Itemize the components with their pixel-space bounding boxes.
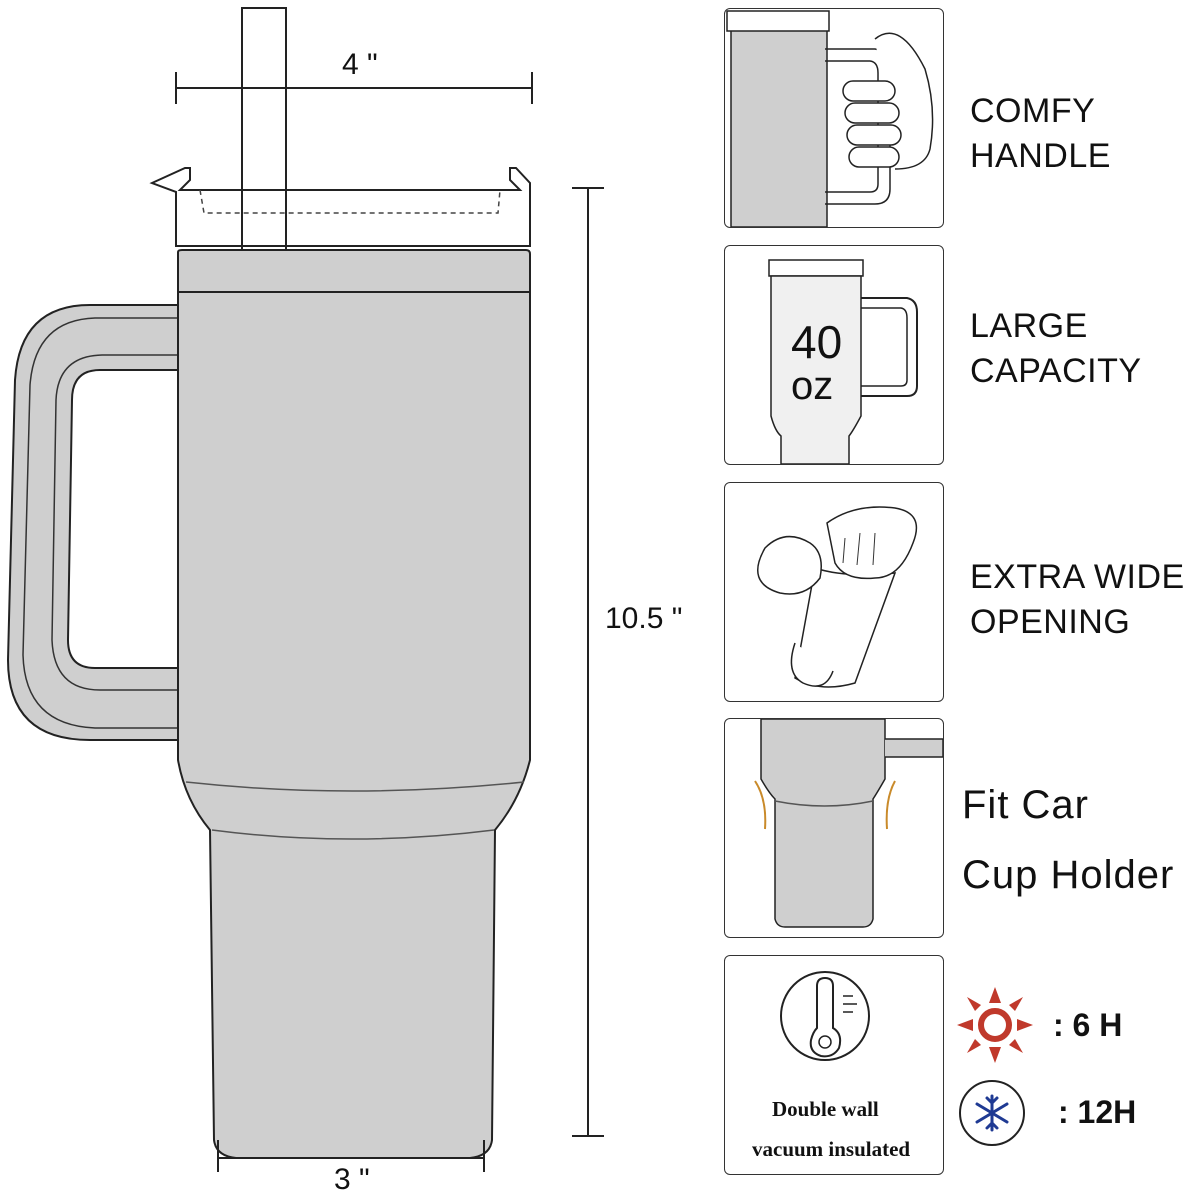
insulation-line1: Double wall [772,1097,879,1121]
height-dimension-label: 10.5 " [605,602,683,635]
feature-car-cup-holder: Fit Car Cup Holder [962,783,1175,897]
capacity-unit: oz [791,364,834,408]
panel-double-wall: Double wall vacuum insulated [724,955,944,1175]
capacity-number: 40 [791,316,843,368]
hot-retention-label: : 6 H [1053,1007,1123,1043]
sun-icon [957,987,1033,1063]
feature-comfy-handle: COMFY HANDLE [970,92,1111,175]
thermometer-icon [809,976,842,1058]
panel-large-capacity: 40 oz [724,245,944,465]
snowflake-icon [959,1080,1025,1146]
panel-comfy-handle [724,8,944,228]
lid [149,167,531,247]
tumbler-illustration [6,7,604,1172]
handle [6,304,183,741]
width-dimension-label: 4 " [342,48,378,81]
tumbler-body [177,291,531,1159]
feature-extra-wide-opening: EXTRA WIDE OPENING [970,558,1185,641]
panel-car-cup-holder [724,718,944,938]
base-dimension-label: 3 " [334,1163,370,1196]
feature-large-capacity: LARGE CAPACITY [970,307,1142,390]
insulation-line2: vacuum insulated [752,1137,911,1161]
panel-extra-wide-opening [724,482,944,702]
cold-retention-label: : 12H [1058,1094,1137,1130]
